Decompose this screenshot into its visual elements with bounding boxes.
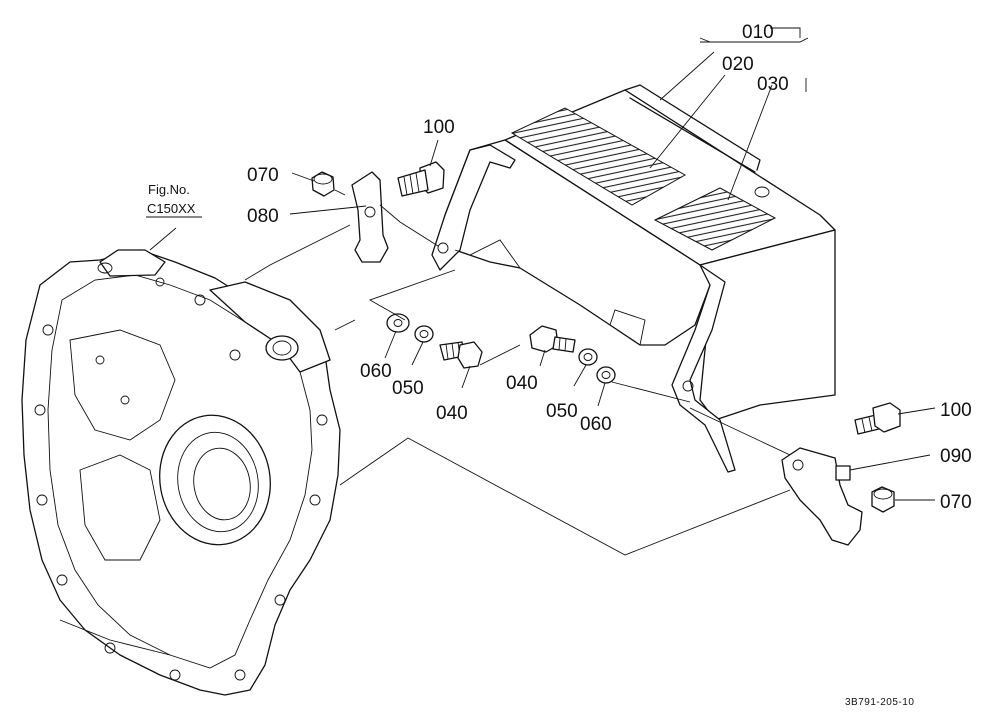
bracket-080	[351, 171, 389, 263]
leader-lines	[149, 27, 936, 501]
washer-050-mid	[578, 348, 598, 366]
washer-060-left	[386, 313, 410, 333]
callout-100-right: 100	[940, 400, 972, 421]
nut-070-top	[311, 171, 335, 197]
bolt-100-right	[854, 402, 901, 435]
callout-020: 020	[722, 54, 754, 75]
nut-070-right	[871, 486, 895, 513]
fig-number: C150XX	[147, 201, 196, 216]
callout-080: 080	[247, 206, 279, 227]
callout-090: 090	[940, 446, 972, 467]
callout-070-right: 070	[940, 492, 972, 513]
callout-060-left: 060	[360, 361, 392, 382]
bolt-040-mid	[529, 325, 576, 353]
callout-labels: 010 020 030 100 070 080 060 050 040 040 …	[247, 22, 972, 513]
transmission-case	[21, 249, 341, 696]
label-plate-020	[510, 107, 687, 206]
callout-070-top: 070	[247, 165, 279, 186]
bolt-040-left	[439, 341, 483, 369]
callout-010: 010	[742, 22, 774, 43]
callout-030: 030	[757, 74, 789, 95]
callout-040-left: 040	[436, 403, 468, 424]
cover	[431, 84, 836, 473]
figure-reference: Fig.No. C150XX	[146, 182, 202, 218]
callout-040-mid: 040	[506, 373, 538, 394]
callout-050-left: 050	[392, 378, 424, 399]
label-plate-030	[653, 187, 777, 251]
washer-060-mid	[596, 366, 616, 384]
callout-060-mid: 060	[580, 414, 612, 435]
assembly-lines	[244, 189, 791, 556]
callout-100-top: 100	[423, 117, 455, 138]
drawing-code: 3B791-205-10	[845, 697, 914, 708]
callout-050-mid: 050	[546, 401, 578, 422]
washer-050-left	[414, 325, 434, 343]
fig-label: Fig.No.	[148, 182, 190, 197]
bolt-100-top	[397, 161, 445, 197]
bracket-090	[781, 447, 863, 546]
